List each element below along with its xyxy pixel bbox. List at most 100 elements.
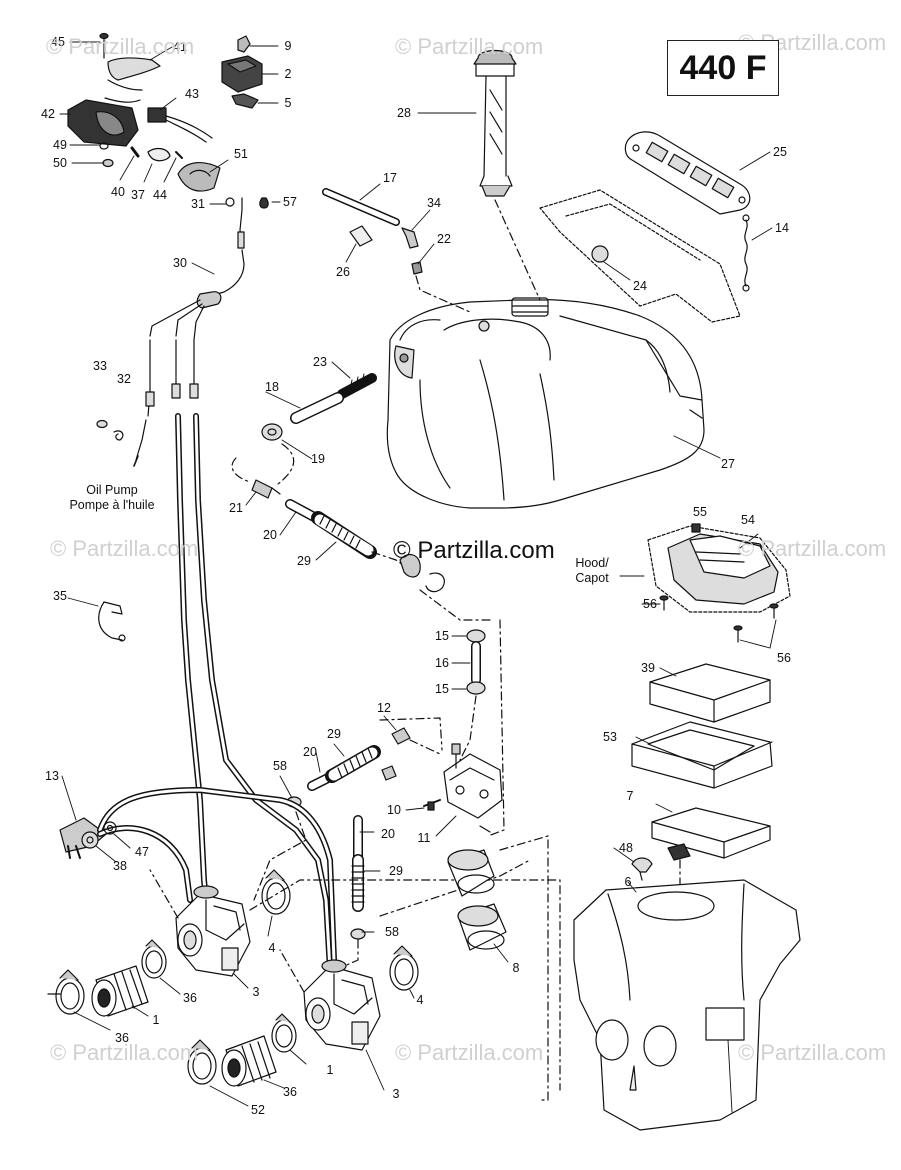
part-sleeve-29-vertical [351, 854, 365, 912]
callout-5: 5 [285, 96, 292, 110]
watermark-4: © Partzilla.com [50, 536, 199, 561]
callout-28: 28 [397, 106, 411, 120]
part-elbow-34 [401, 227, 419, 249]
leader-carbs [149, 869, 561, 1091]
part-silencer-hood-54 [647, 525, 791, 613]
callout-38: 38 [113, 859, 127, 873]
callout-27: 27 [721, 457, 735, 471]
callout-44: 44 [153, 188, 167, 202]
callout-26: 26 [336, 265, 350, 279]
part-boot-51 [177, 162, 221, 192]
callout-22: 22 [437, 232, 451, 246]
callout-58: 58 [273, 759, 287, 773]
callout-13: 13 [45, 769, 59, 783]
part-spring-14 [742, 214, 750, 292]
part-silencer-base-6 [573, 879, 801, 1131]
callout-11: 11 [418, 831, 431, 845]
part-housing-43 [67, 99, 139, 147]
part-clamp-4-right [389, 945, 419, 991]
leader-vent [415, 275, 471, 313]
callout-37: 37 [131, 188, 145, 202]
part-plug-26 [349, 225, 373, 247]
callout-4: 4 [417, 993, 424, 1007]
callout-1: 1 [327, 1063, 334, 1077]
callout-56: 56 [777, 651, 791, 665]
part-cover-7 [651, 807, 771, 861]
part-bracket-25 [624, 131, 751, 215]
callout-23: 23 [313, 355, 327, 369]
callout-33: 33 [93, 359, 107, 373]
part-clamp-15-bottom [466, 681, 486, 695]
callout-30: 30 [173, 256, 187, 270]
part-gasket-24 [539, 189, 741, 323]
part-clip-44 [175, 151, 183, 159]
part-switch-2 [221, 55, 263, 93]
part-clip-9 [237, 35, 251, 53]
part-screw-10 [423, 799, 441, 811]
part-screw-56-right [769, 603, 779, 619]
callout-52: 52 [251, 1103, 265, 1117]
leader-pump [459, 695, 477, 761]
part-bracket-41 [104, 57, 161, 103]
part-clamp-36-b [55, 969, 85, 1015]
part-carburetor-3-right [303, 959, 381, 1051]
callout-56: 56 [643, 597, 657, 611]
callout-57: 57 [283, 195, 297, 209]
part-clip-5 [231, 93, 259, 109]
leader-elbow [379, 717, 443, 755]
part-filter-23 [337, 373, 377, 399]
callout-18: 18 [265, 380, 279, 394]
watermark-center: © Partzilla.com [393, 537, 555, 564]
leader-lower-lines [253, 811, 531, 969]
callout-leaders [59, 41, 777, 1113]
watermark-1: © Partzilla.com [46, 34, 195, 59]
callout-50: 50 [53, 156, 67, 170]
callout-34: 34 [427, 196, 441, 210]
callout-39: 39 [641, 661, 655, 675]
callout-55: 55 [693, 505, 707, 519]
callout-29: 29 [297, 554, 311, 568]
part-tube-17 [322, 188, 400, 226]
leader-pump-side [487, 619, 505, 837]
callout-20: 20 [381, 827, 395, 841]
part-oil-tank-27 [386, 297, 705, 509]
note-hood-fr: Capot [575, 571, 609, 585]
callout-1: 1 [153, 1013, 160, 1027]
watermark-7: © Partzilla.com [395, 1040, 544, 1065]
part-grommet-19 [261, 423, 283, 441]
note-oil-pump-fr: Pompe à l'huile [69, 498, 155, 512]
part-throttle-cable-left [175, 413, 209, 903]
part-sleeve-29-lower [325, 745, 381, 783]
callout-10: 10 [387, 803, 401, 817]
callout-7: 7 [627, 789, 634, 803]
part-screw-45 [99, 32, 109, 59]
callout-14: 14 [775, 221, 789, 235]
part-cables-down [133, 339, 199, 467]
callout-42: 42 [41, 107, 55, 121]
part-clip-31 [225, 197, 235, 207]
callout-29: 29 [327, 727, 341, 741]
part-cable-30 [149, 249, 245, 341]
callout-40: 40 [111, 185, 125, 199]
callout-47: 47 [135, 845, 149, 859]
callout-12: 12 [377, 701, 391, 715]
note-hood-en: Hood/ [575, 556, 609, 570]
part-washer-33 [96, 419, 108, 429]
callout-45: 45 [51, 35, 65, 49]
part-connector-42 [147, 107, 213, 143]
callout-20: 20 [303, 745, 317, 759]
part-sleeve-29-upper [311, 511, 377, 559]
callout-20: 20 [263, 528, 277, 542]
callout-31: 31 [191, 197, 205, 211]
part-clamp-58-lower [350, 928, 366, 940]
callout-2: 2 [285, 67, 292, 81]
part-washer-49 [99, 142, 109, 150]
part-grommet-38 [81, 831, 99, 849]
callout-8: 8 [513, 961, 520, 975]
part-sleeve-8-upper [447, 849, 495, 897]
callout-58: 58 [385, 925, 399, 939]
part-clamp-36-d [187, 1039, 217, 1085]
callout-41: 41 [173, 40, 187, 54]
part-intake-1-a [91, 965, 149, 1017]
